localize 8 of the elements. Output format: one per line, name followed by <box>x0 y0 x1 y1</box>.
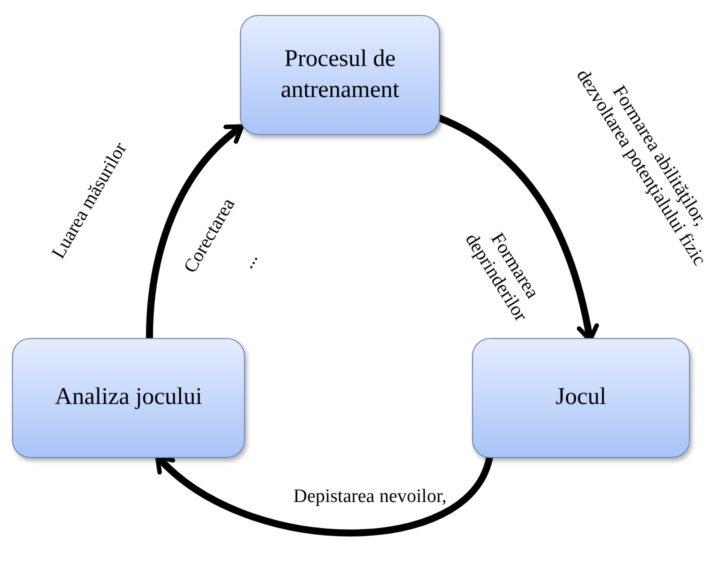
process-box <box>472 338 690 458</box>
node-label: Analiza jocului <box>54 383 202 412</box>
process-box <box>240 15 440 135</box>
node-label: Procesul de antrenament <box>280 44 400 105</box>
node-label: Jocul <box>556 383 606 412</box>
process-box <box>12 338 245 458</box>
arrow-caption: ... <box>236 248 264 274</box>
arrow-caption: Depistarea nevoilor, <box>292 486 448 508</box>
